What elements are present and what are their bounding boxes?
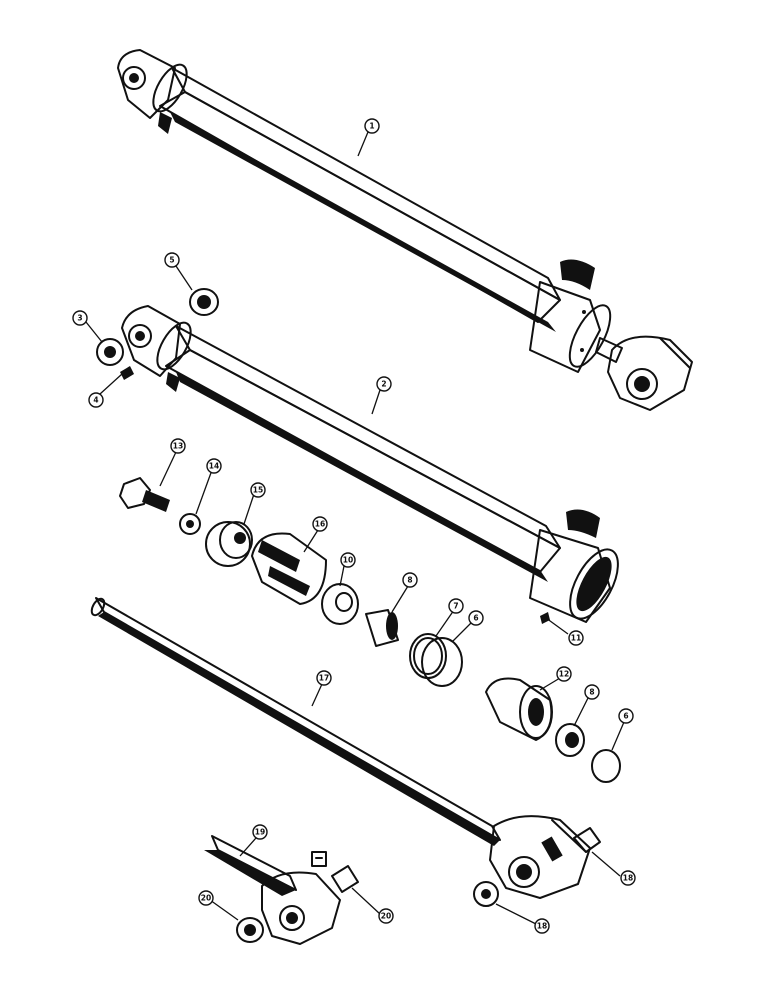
callout-7: 7 xyxy=(448,598,464,614)
piston-nut-15 xyxy=(205,521,253,567)
callout-6b: 6 xyxy=(618,708,634,724)
grease-fitting-4 xyxy=(120,366,134,380)
callout-4: 4 xyxy=(88,392,104,408)
seal-6b xyxy=(591,749,621,783)
svg-text:2: 2 xyxy=(381,380,386,389)
setscrew-11 xyxy=(540,612,550,624)
callout-6a: 6 xyxy=(468,610,484,626)
callout-1: 1 xyxy=(364,118,380,134)
washer-10 xyxy=(321,583,359,625)
callout-20b: 20 xyxy=(378,908,394,924)
callout-11: 11 xyxy=(568,630,584,646)
bushing-8b xyxy=(555,723,585,757)
callout-17: 17 xyxy=(316,670,332,686)
washer-14 xyxy=(179,513,201,535)
svg-text:15: 15 xyxy=(253,486,263,495)
svg-text:14: 14 xyxy=(209,462,219,471)
svg-text:5: 5 xyxy=(169,256,174,265)
bushing-5 xyxy=(189,288,219,316)
svg-text:6: 6 xyxy=(473,614,478,623)
piston-rod-17 xyxy=(90,597,601,899)
svg-text:3: 3 xyxy=(77,314,82,323)
svg-text:8: 8 xyxy=(589,688,594,697)
callout-8a: 8 xyxy=(402,572,418,588)
svg-text:17: 17 xyxy=(319,674,329,683)
callout-19: 19 xyxy=(252,824,268,840)
svg-text:11: 11 xyxy=(571,634,581,643)
svg-text:12: 12 xyxy=(559,670,569,679)
seal-7 xyxy=(409,633,447,679)
bushing-8a xyxy=(365,609,399,647)
bushing-18a xyxy=(473,881,499,907)
callout-12: 12 xyxy=(556,666,572,682)
callout-8b: 8 xyxy=(584,684,600,700)
bushing-3 xyxy=(96,338,124,366)
callout-16: 16 xyxy=(312,516,328,532)
svg-text:1: 1 xyxy=(369,122,374,131)
gland-12 xyxy=(485,677,553,741)
rod-end-19 xyxy=(204,835,359,945)
svg-text:8: 8 xyxy=(407,576,412,585)
svg-text:20: 20 xyxy=(201,894,211,903)
callout-14: 14 xyxy=(206,458,222,474)
callout-18b: 18 xyxy=(534,918,550,934)
svg-text:7: 7 xyxy=(453,602,458,611)
piston-16 xyxy=(251,532,327,605)
svg-text:20: 20 xyxy=(381,912,391,921)
callout-2: 2 xyxy=(376,376,392,392)
callout-13: 13 xyxy=(170,438,186,454)
svg-text:6: 6 xyxy=(623,712,628,721)
svg-text:18: 18 xyxy=(537,922,547,931)
callout-10: 10 xyxy=(340,552,356,568)
cylinder-assembly-1 xyxy=(117,49,693,411)
svg-text:16: 16 xyxy=(315,520,325,529)
svg-text:13: 13 xyxy=(173,442,183,451)
svg-text:19: 19 xyxy=(255,828,265,837)
cylinder-tube-2 xyxy=(121,305,619,623)
seal-6a xyxy=(421,637,463,687)
callout-3: 3 xyxy=(72,310,88,326)
callout-5: 5 xyxy=(164,252,180,268)
leader-lines xyxy=(85,131,625,925)
svg-text:4: 4 xyxy=(93,396,98,405)
callout-20a: 20 xyxy=(198,890,214,906)
callout-15: 15 xyxy=(250,482,266,498)
callout-18a: 18 xyxy=(620,870,636,886)
bushing-20 xyxy=(236,917,264,943)
svg-text:10: 10 xyxy=(343,556,353,565)
cap-screw-13 xyxy=(119,477,170,512)
svg-text:18: 18 xyxy=(623,874,633,883)
